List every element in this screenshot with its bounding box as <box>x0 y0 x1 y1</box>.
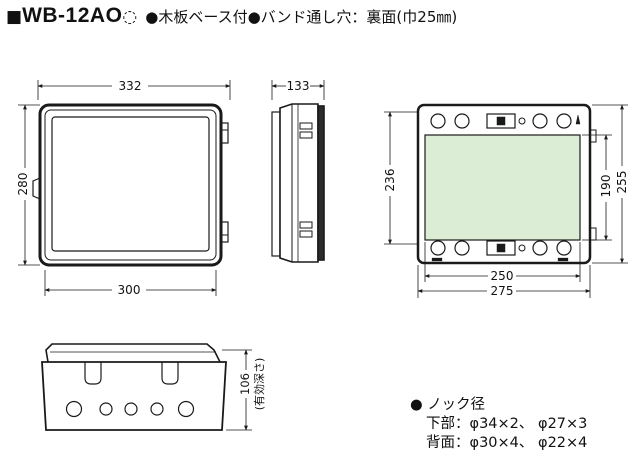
knockout-notes: ● ノック径 下部：φ34×2、 φ27×3 背面：φ30×4、 φ22×4 <box>410 396 587 453</box>
dim-front-width-inner: 300 <box>118 283 141 297</box>
dim-front-height: 280 <box>16 173 30 196</box>
dim-bottom-depth-note: (有効深さ) <box>252 358 266 411</box>
title-symbol: ◌ <box>122 7 138 27</box>
dim-back-panel-width: 250 <box>491 269 514 283</box>
notes-heading: ● ノック径 <box>410 397 485 413</box>
dim-bottom-depth: 106 <box>238 373 252 395</box>
dim-back-height-total: 255 <box>615 171 629 194</box>
dim-back-height-outer: 236 <box>383 169 397 192</box>
title-block: ■WB-12AO◌ ●木板ベース付●バンド通し穴：裏面(巾25㎜) <box>6 4 457 28</box>
title-description: ●木板ベース付●バンド通し穴：裏面(巾25㎜) <box>145 8 458 26</box>
notes-row-bottom: 下部：φ34×2、 φ27×3 <box>426 416 588 432</box>
notes-row-back: 背面：φ30×4、 φ22×4 <box>426 435 588 451</box>
side-view <box>271 80 325 263</box>
dim-front-width-outer: 332 <box>119 79 142 93</box>
back-view <box>384 103 628 298</box>
front-view <box>18 80 231 296</box>
dim-back-width-total: 275 <box>491 284 514 298</box>
dim-side-depth: 133 <box>287 79 310 93</box>
title-prefix: ■ <box>6 7 23 27</box>
model-number: WB-12AO <box>22 4 123 27</box>
bottom-view <box>41 343 252 431</box>
dim-back-panel-height: 190 <box>599 175 613 198</box>
